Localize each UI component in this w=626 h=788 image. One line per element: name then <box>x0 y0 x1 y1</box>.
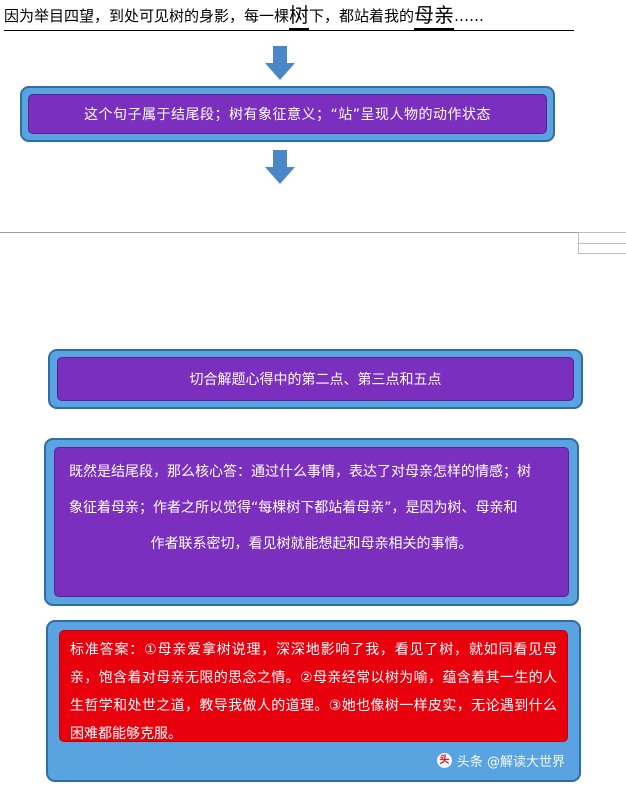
flow-box-points-inner: 切合解题心得中的第二点、第三点和五点 <box>57 357 574 401</box>
top-sentence-emph-tree: 树 <box>289 3 310 30</box>
top-sentence-part2: 下，都站着我的 <box>309 7 415 25</box>
flow-box-analysis: 这个句子属于结尾段；树有象征意义；“站”呈现人物的动作状态 <box>20 86 555 142</box>
down-arrow-2 <box>265 150 295 184</box>
flow-box-analysis-text: 这个句子属于结尾段；树有象征意义；“站”呈现人物的动作状态 <box>83 107 491 123</box>
arrow-head <box>265 167 295 184</box>
flow-box-standard-answer-inner: 标准答案：①母亲爱拿树说理，深深地影响了我，看见了树，就如同看见母亲，饱含着对母… <box>59 630 568 742</box>
flow-box-analysis-inner: 这个句子属于结尾段；树有象征意义；“站”呈现人物的动作状态 <box>28 94 547 134</box>
page-break-line <box>0 232 626 233</box>
top-sentence: 因为举目四望，到处可见树的身影，每一棵树下，都站着我的母亲…… <box>4 3 574 31</box>
arrow-stem <box>273 150 287 168</box>
arrow-stem <box>273 46 287 64</box>
core-answer-line-1: 既然是结尾段，那么核心答：通过什么事情，表达了对母亲怎样的情感；树 <box>69 464 531 480</box>
flow-box-core-answer-inner: 既然是结尾段，那么核心答：通过什么事情，表达了对母亲怎样的情感；树 象征着母亲；… <box>54 447 569 597</box>
flow-box-points: 切合解题心得中的第二点、第三点和五点 <box>48 349 583 409</box>
page-break-marker <box>578 232 626 254</box>
arrow-head <box>265 63 295 80</box>
top-sentence-part3: …… <box>454 7 485 25</box>
standard-answer-text: 标准答案：①母亲爱拿树说理，深深地影响了我，看见了树，就如同看见母亲，饱含着对母… <box>70 642 557 742</box>
core-answer-line-2: 象征着母亲；作者之所以觉得“每棵树下都站着母亲”，是因为树、母亲和 <box>69 500 518 516</box>
watermark-logo-icon: 头 <box>436 753 452 768</box>
down-arrow-1 <box>265 46 295 80</box>
watermark: 头 头条 @解读大世界 <box>436 751 565 770</box>
flow-box-standard-answer: 标准答案：①母亲爱拿树说理，深深地影响了我，看见了树，就如同看见母亲，饱含着对母… <box>46 620 581 782</box>
top-sentence-emph-mother: 母亲 <box>414 3 455 30</box>
core-answer-line-3: 作者联系密切，看见树就能想起和母亲相关的事情。 <box>150 536 473 552</box>
watermark-text: 头条 @解读大世界 <box>456 755 565 770</box>
flow-box-core-answer: 既然是结尾段，那么核心答：通过什么事情，表达了对母亲怎样的情感；树 象征着母亲；… <box>44 438 579 606</box>
flow-box-points-text: 切合解题心得中的第二点、第三点和五点 <box>189 372 442 388</box>
top-sentence-part1: 因为举目四望，到处可见树的身影，每一棵 <box>4 7 290 25</box>
page-break-marker-line <box>579 243 626 244</box>
